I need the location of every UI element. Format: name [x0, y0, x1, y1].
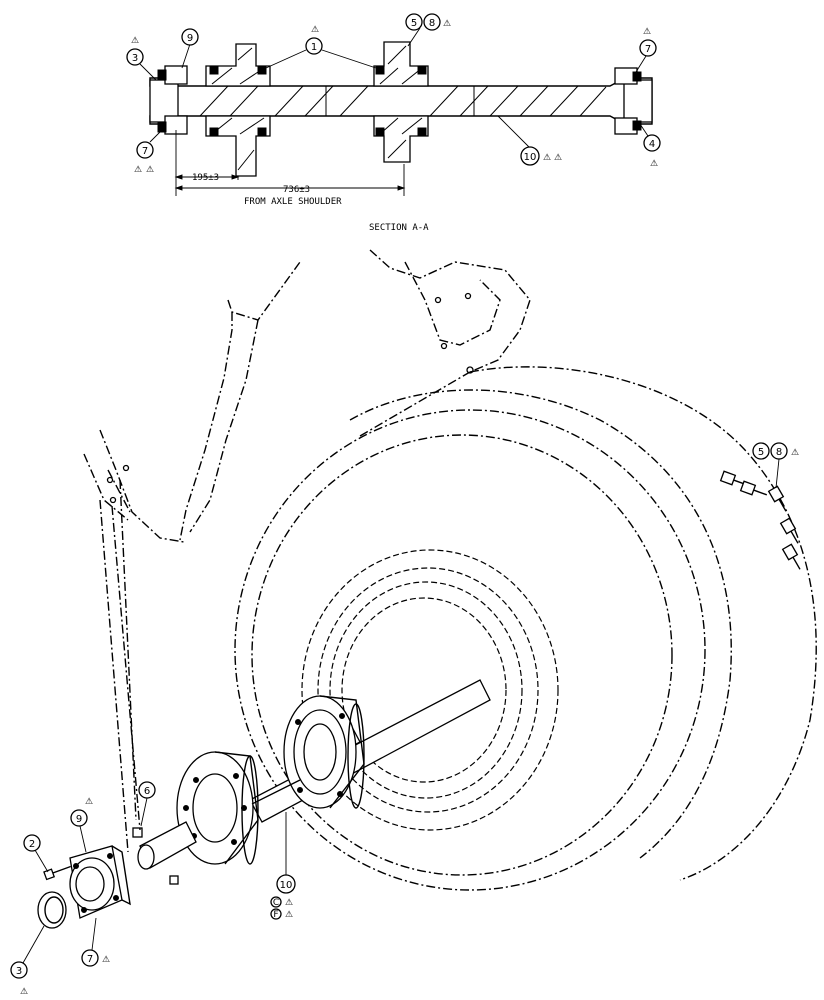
callout-4-label: 4: [649, 139, 655, 150]
nut-6: [132, 827, 179, 885]
left-bolt-top: [157, 69, 167, 81]
shaft-hatch: [199, 85, 607, 117]
dimension-lines: [174, 130, 406, 196]
left-end-cap: [149, 79, 179, 123]
callout-3-section-label: 3: [132, 53, 138, 64]
left-bearing-top: [164, 65, 188, 85]
callout-4: [643, 134, 661, 152]
bolt-2: [43, 865, 71, 881]
svg-text:⚠: ⚠: [650, 159, 658, 169]
tire: [234, 366, 817, 891]
svg-text:C: C: [273, 898, 279, 908]
callout-6: [138, 781, 156, 799]
svg-text:⚠: ⚠: [20, 987, 28, 997]
callout-8-section-label: 8: [429, 18, 435, 29]
seal-ring: [37, 891, 67, 929]
callout-3-exploded: [10, 961, 28, 979]
callout-3-section: [126, 48, 144, 66]
exploded-view: 5 8 6 9 2 10 3 7 C F ⚠ ⚠ ⚠ ⚠ ⚠ ⚠: [10, 249, 817, 997]
section-view: 195±3 736±3 FROM AXLE SHOULDER SECTION A…: [126, 13, 661, 233]
right-hub: [373, 41, 429, 163]
bearing-housing: [69, 845, 131, 919]
svg-text:⚠: ⚠: [543, 153, 551, 163]
frame-outline: [83, 249, 531, 543]
dim-note-label: FROM AXLE SHOULDER: [244, 197, 342, 207]
callout-7-section-left-label: 7: [142, 146, 148, 157]
right-bolt-bottom: [632, 120, 642, 131]
note-markers: C F: [270, 896, 282, 920]
svg-text:⚠: ⚠: [643, 27, 651, 37]
dim-short-label: 195±3: [192, 173, 219, 183]
callout-5-exploded-label: 5: [758, 447, 764, 458]
section-leaders: [139, 27, 649, 149]
callout-8-exploded-label: 8: [776, 447, 782, 458]
callout-8-exploded: [770, 442, 788, 460]
callout-7-exploded-label: 7: [87, 954, 93, 965]
callout-2: [23, 834, 41, 852]
callout-9-section-label: 9: [187, 33, 193, 44]
assembly-lines: [99, 479, 141, 853]
svg-text:⚠: ⚠: [311, 25, 319, 35]
warning-marks-section: ⚠ ⚠ ⚠ ⚠ ⚠ ⚠ ⚠ ⚠ ⚠: [131, 19, 658, 175]
right-end-cap: [623, 79, 653, 123]
svg-text:⚠: ⚠: [791, 448, 799, 458]
callout-10-exploded-label: 10: [280, 880, 293, 891]
callout-10-section: [520, 146, 540, 166]
svg-text:⚠: ⚠: [285, 898, 293, 908]
callout-7-section-left: [136, 141, 154, 159]
svg-text:⚠: ⚠: [85, 797, 93, 807]
svg-text:⚠: ⚠: [102, 955, 110, 965]
axle-assembly: [137, 679, 491, 870]
wheel-bolts: [719, 470, 801, 570]
callout-9-exploded-label: 9: [76, 814, 82, 825]
svg-text:⚠: ⚠: [443, 19, 451, 29]
callout-2-label: 2: [29, 839, 35, 850]
svg-text:⚠: ⚠: [146, 165, 154, 175]
dim-long-label: 736±3: [283, 185, 310, 195]
callout-9-section: [181, 28, 199, 46]
callout-1-label: 1: [311, 42, 317, 53]
left-bolt-bottom: [157, 121, 167, 133]
section-title: SECTION A-A: [369, 223, 429, 233]
left-hub: [205, 43, 271, 177]
callout-5-section-label: 5: [411, 18, 417, 29]
callout-10-exploded: [276, 874, 296, 894]
svg-text:⚠: ⚠: [554, 153, 562, 163]
svg-text:⚠: ⚠: [131, 36, 139, 46]
callout-6-label: 6: [144, 786, 150, 797]
callout-3-exploded-label: 3: [16, 966, 22, 977]
callout-5-exploded: [752, 442, 770, 460]
callout-10-section-label: 10: [524, 152, 537, 163]
callout-1: [305, 37, 323, 55]
svg-text:⚠: ⚠: [134, 165, 142, 175]
warning-marks-exploded: ⚠ ⚠ ⚠ ⚠ ⚠ ⚠: [20, 448, 799, 997]
exploded-leaders: [22, 458, 780, 964]
callout-7-exploded: [81, 949, 99, 967]
callout-7-section-right: [639, 39, 657, 57]
svg-text:⚠: ⚠: [285, 910, 293, 920]
callout-5-section: [405, 13, 423, 31]
callout-7-section-right-label: 7: [645, 44, 651, 55]
callout-9-exploded: [70, 809, 88, 827]
callout-8-section: [423, 13, 441, 31]
svg-text:F: F: [273, 910, 278, 920]
right-bolt-top: [632, 71, 642, 82]
